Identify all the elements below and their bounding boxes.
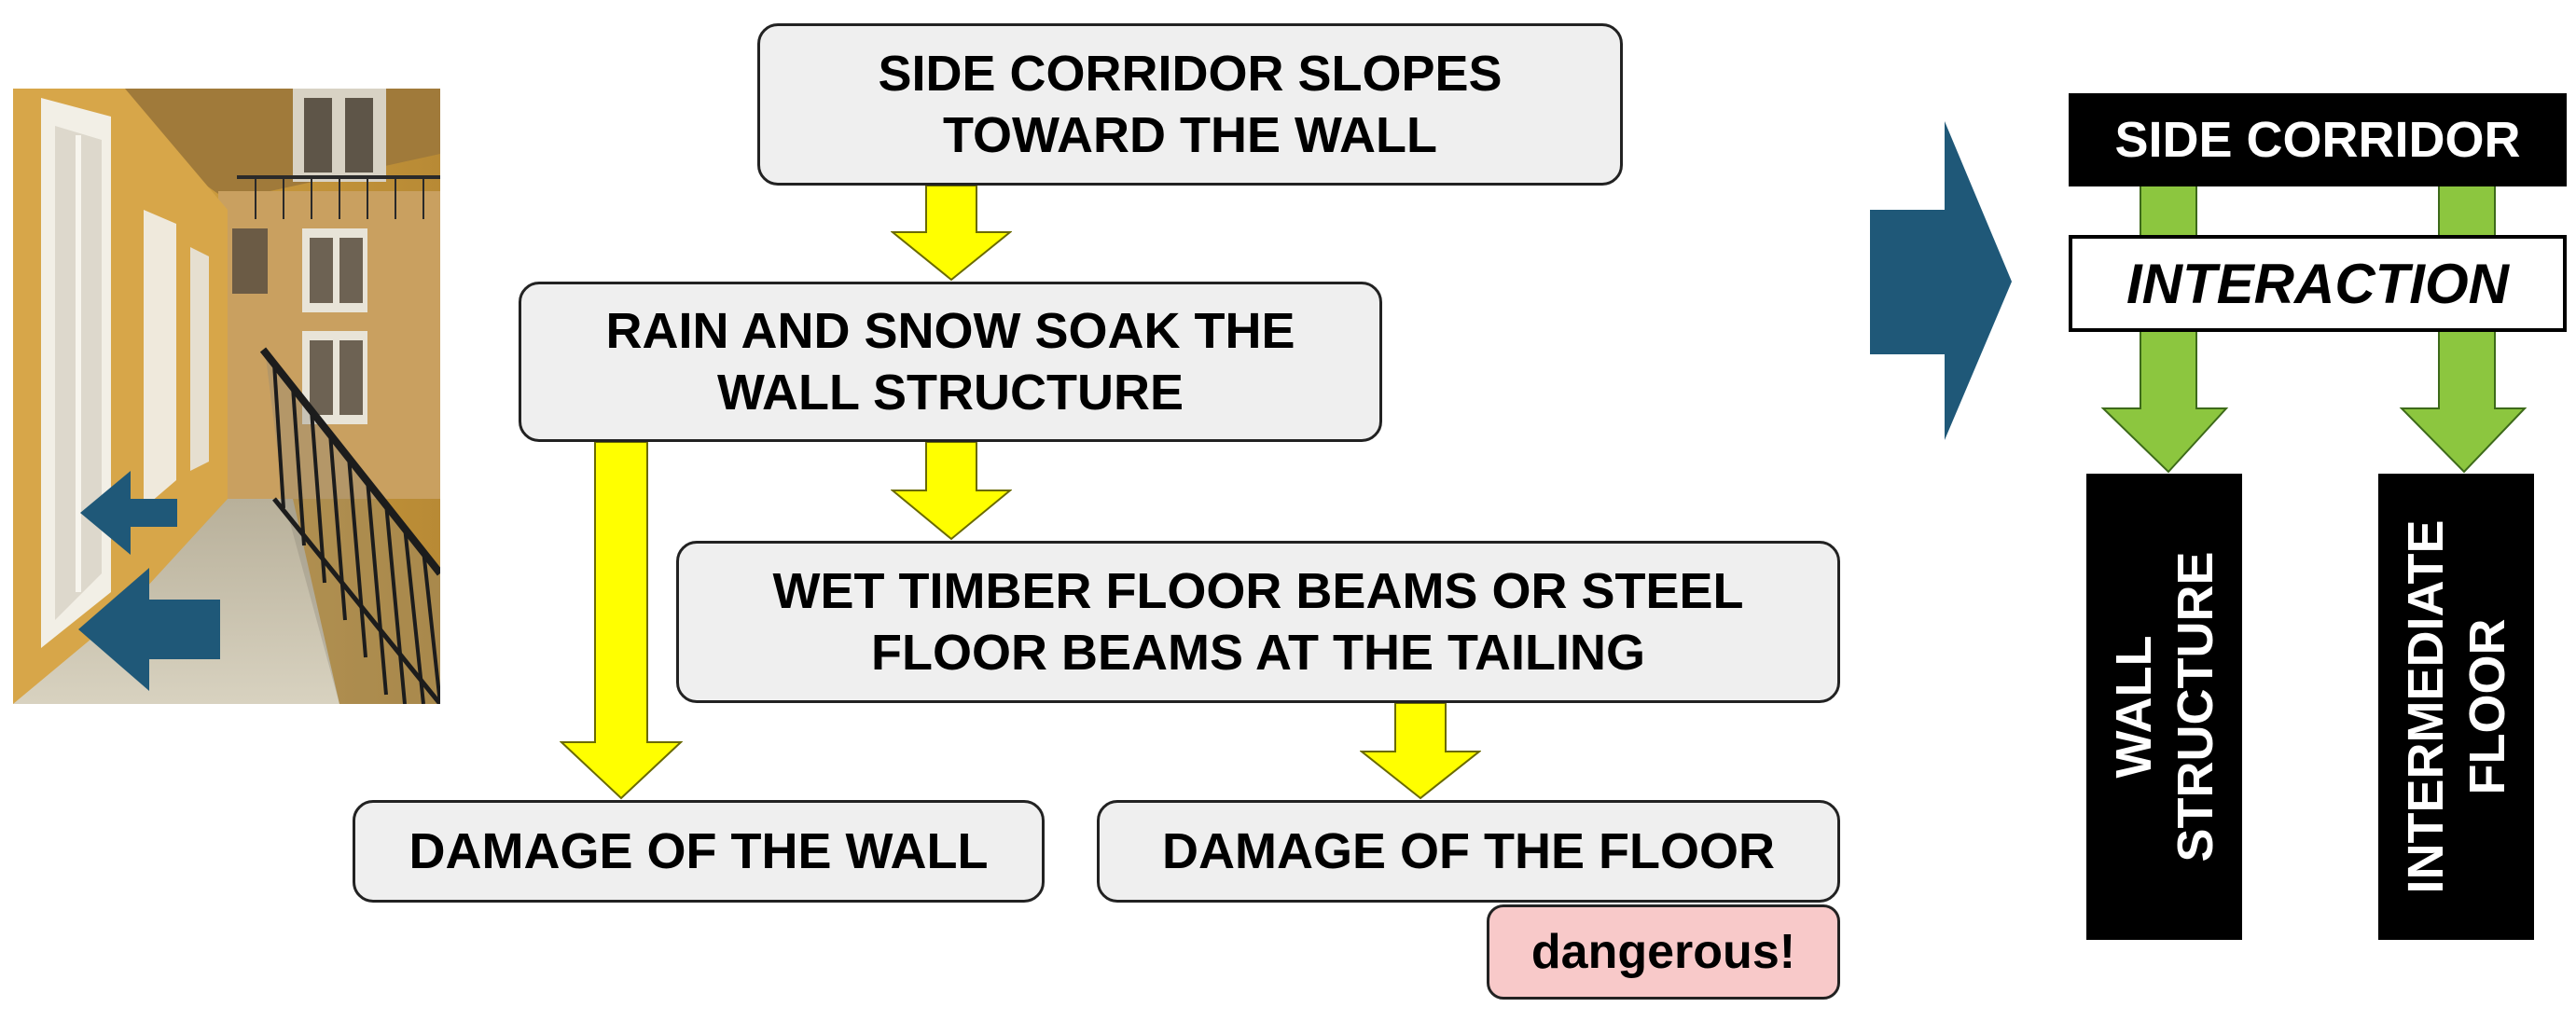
yellow-arrow-3 [1360, 703, 1481, 800]
box-corridor-slopes: SIDE CORRIDOR SLOPES TOWARD THE WALL [757, 23, 1623, 186]
wall-structure-label: WALL STRUCTURE [2105, 551, 2223, 862]
side-corridor-header: SIDE CORRIDOR [2069, 93, 2567, 186]
intermediate-floor-label: INTERMEDIATE FLOOR [2397, 519, 2515, 894]
box-rain-snow-soak: RAIN AND SNOW SOAK THE WALL STRUCTURE [519, 282, 1382, 442]
yellow-arrow-1 [891, 186, 1012, 282]
dangerous-badge: dangerous! [1487, 904, 1840, 1000]
yellow-arrow-long [560, 442, 683, 800]
interaction-box: INTERACTION [2069, 235, 2567, 332]
corridor-photo [13, 89, 440, 704]
intermediate-floor-column: INTERMEDIATE FLOOR [2378, 474, 2534, 940]
wall-structure-column: WALL STRUCTURE [2086, 474, 2242, 940]
box-damage-floor: DAMAGE OF THE FLOOR [1097, 800, 1840, 903]
box-wet-floor-beams: WET TIMBER FLOOR BEAMS OR STEEL FLOOR BE… [676, 541, 1840, 703]
box-damage-wall: DAMAGE OF THE WALL [353, 800, 1045, 903]
yellow-arrow-2 [891, 442, 1012, 541]
big-blue-arrow [1870, 121, 2015, 443]
